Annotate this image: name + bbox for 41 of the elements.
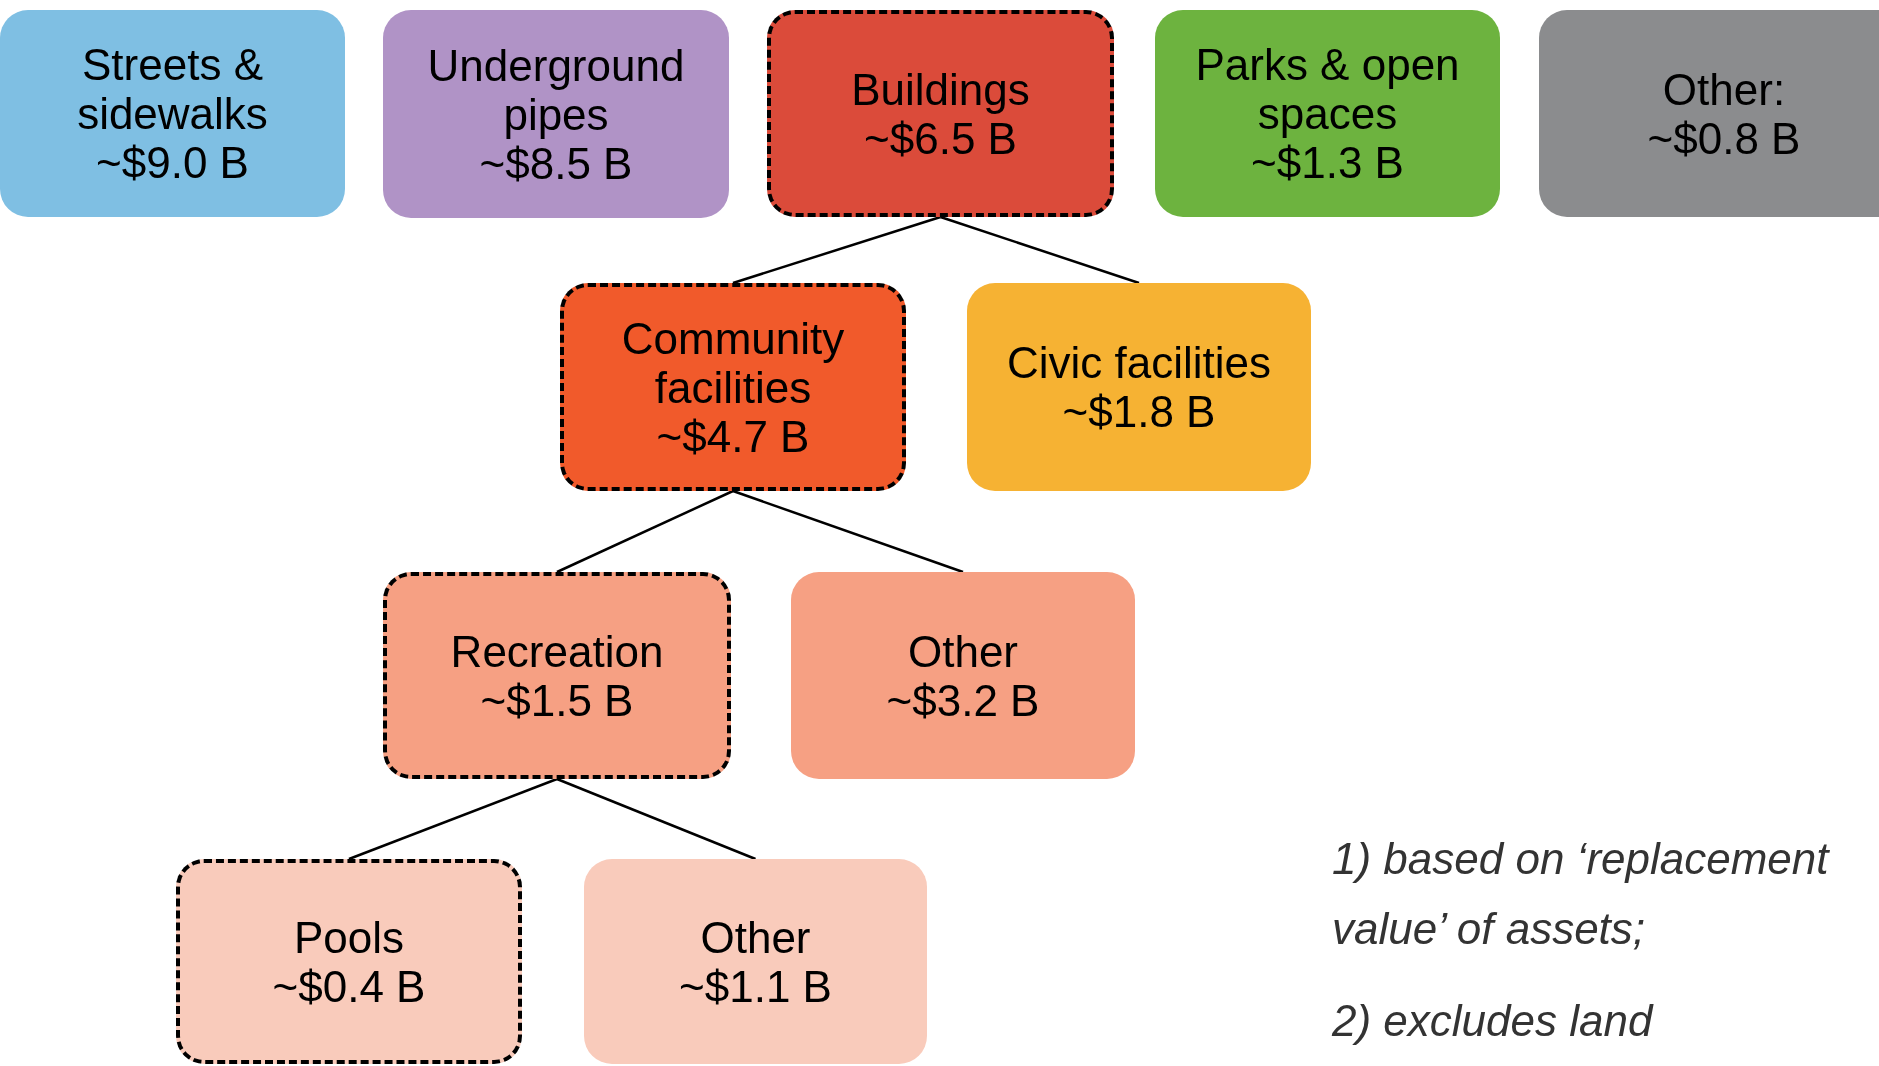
category-box xyxy=(1539,10,1879,217)
connector-line xyxy=(732,489,964,574)
cost-value: ~$0.8 B xyxy=(1647,113,1801,163)
cost-value: ~$1.1 B xyxy=(679,961,832,1011)
category-name: Other: xyxy=(1662,64,1786,114)
category-box xyxy=(791,572,1135,779)
category-name: Parks & open spaces xyxy=(1194,40,1461,138)
category-box xyxy=(584,859,927,1064)
cost-value: ~$9.0 B xyxy=(96,138,249,187)
category-box xyxy=(0,10,345,217)
connector-line xyxy=(556,777,756,861)
category-name: Underground pipes xyxy=(426,40,686,139)
cost-value: ~$1.3 B xyxy=(1251,138,1404,187)
footnote: 2) excludes land xyxy=(1332,995,1655,1047)
cost-value: ~$6.5 B xyxy=(864,113,1017,163)
highlighted-category-box xyxy=(767,10,1114,217)
connector-line xyxy=(556,489,734,574)
connector-line xyxy=(732,215,941,285)
highlighted-category-box xyxy=(383,572,731,779)
category-name: Streets & sidewalks xyxy=(76,40,269,138)
connector-line xyxy=(940,215,1140,285)
cost-value: ~$1.5 B xyxy=(480,675,634,725)
category-name: Community facilities xyxy=(620,313,846,412)
footnote: 1) based on ‘replacement value’ of assets; xyxy=(1332,833,1831,955)
cost-value: ~$1.8 B xyxy=(1062,387,1216,436)
cost-value: ~$0.4 B xyxy=(272,961,426,1011)
category-name: Other xyxy=(907,626,1018,676)
highlighted-category-box xyxy=(560,283,906,491)
category-name: Buildings xyxy=(851,64,1030,114)
category-name: Pools xyxy=(293,912,405,962)
cost-value: ~$3.2 B xyxy=(886,675,1040,725)
highlighted-category-box xyxy=(176,859,522,1064)
category-box xyxy=(383,10,729,218)
connector-line xyxy=(348,777,558,861)
category-name: Other xyxy=(700,912,811,962)
cost-value: ~$8.5 B xyxy=(479,138,633,188)
category-name: Civic facilities xyxy=(1006,338,1271,387)
category-box xyxy=(967,283,1311,491)
category-name: Recreation xyxy=(450,626,664,676)
cost-value: ~$4.7 B xyxy=(656,411,810,461)
category-box xyxy=(1155,10,1500,217)
